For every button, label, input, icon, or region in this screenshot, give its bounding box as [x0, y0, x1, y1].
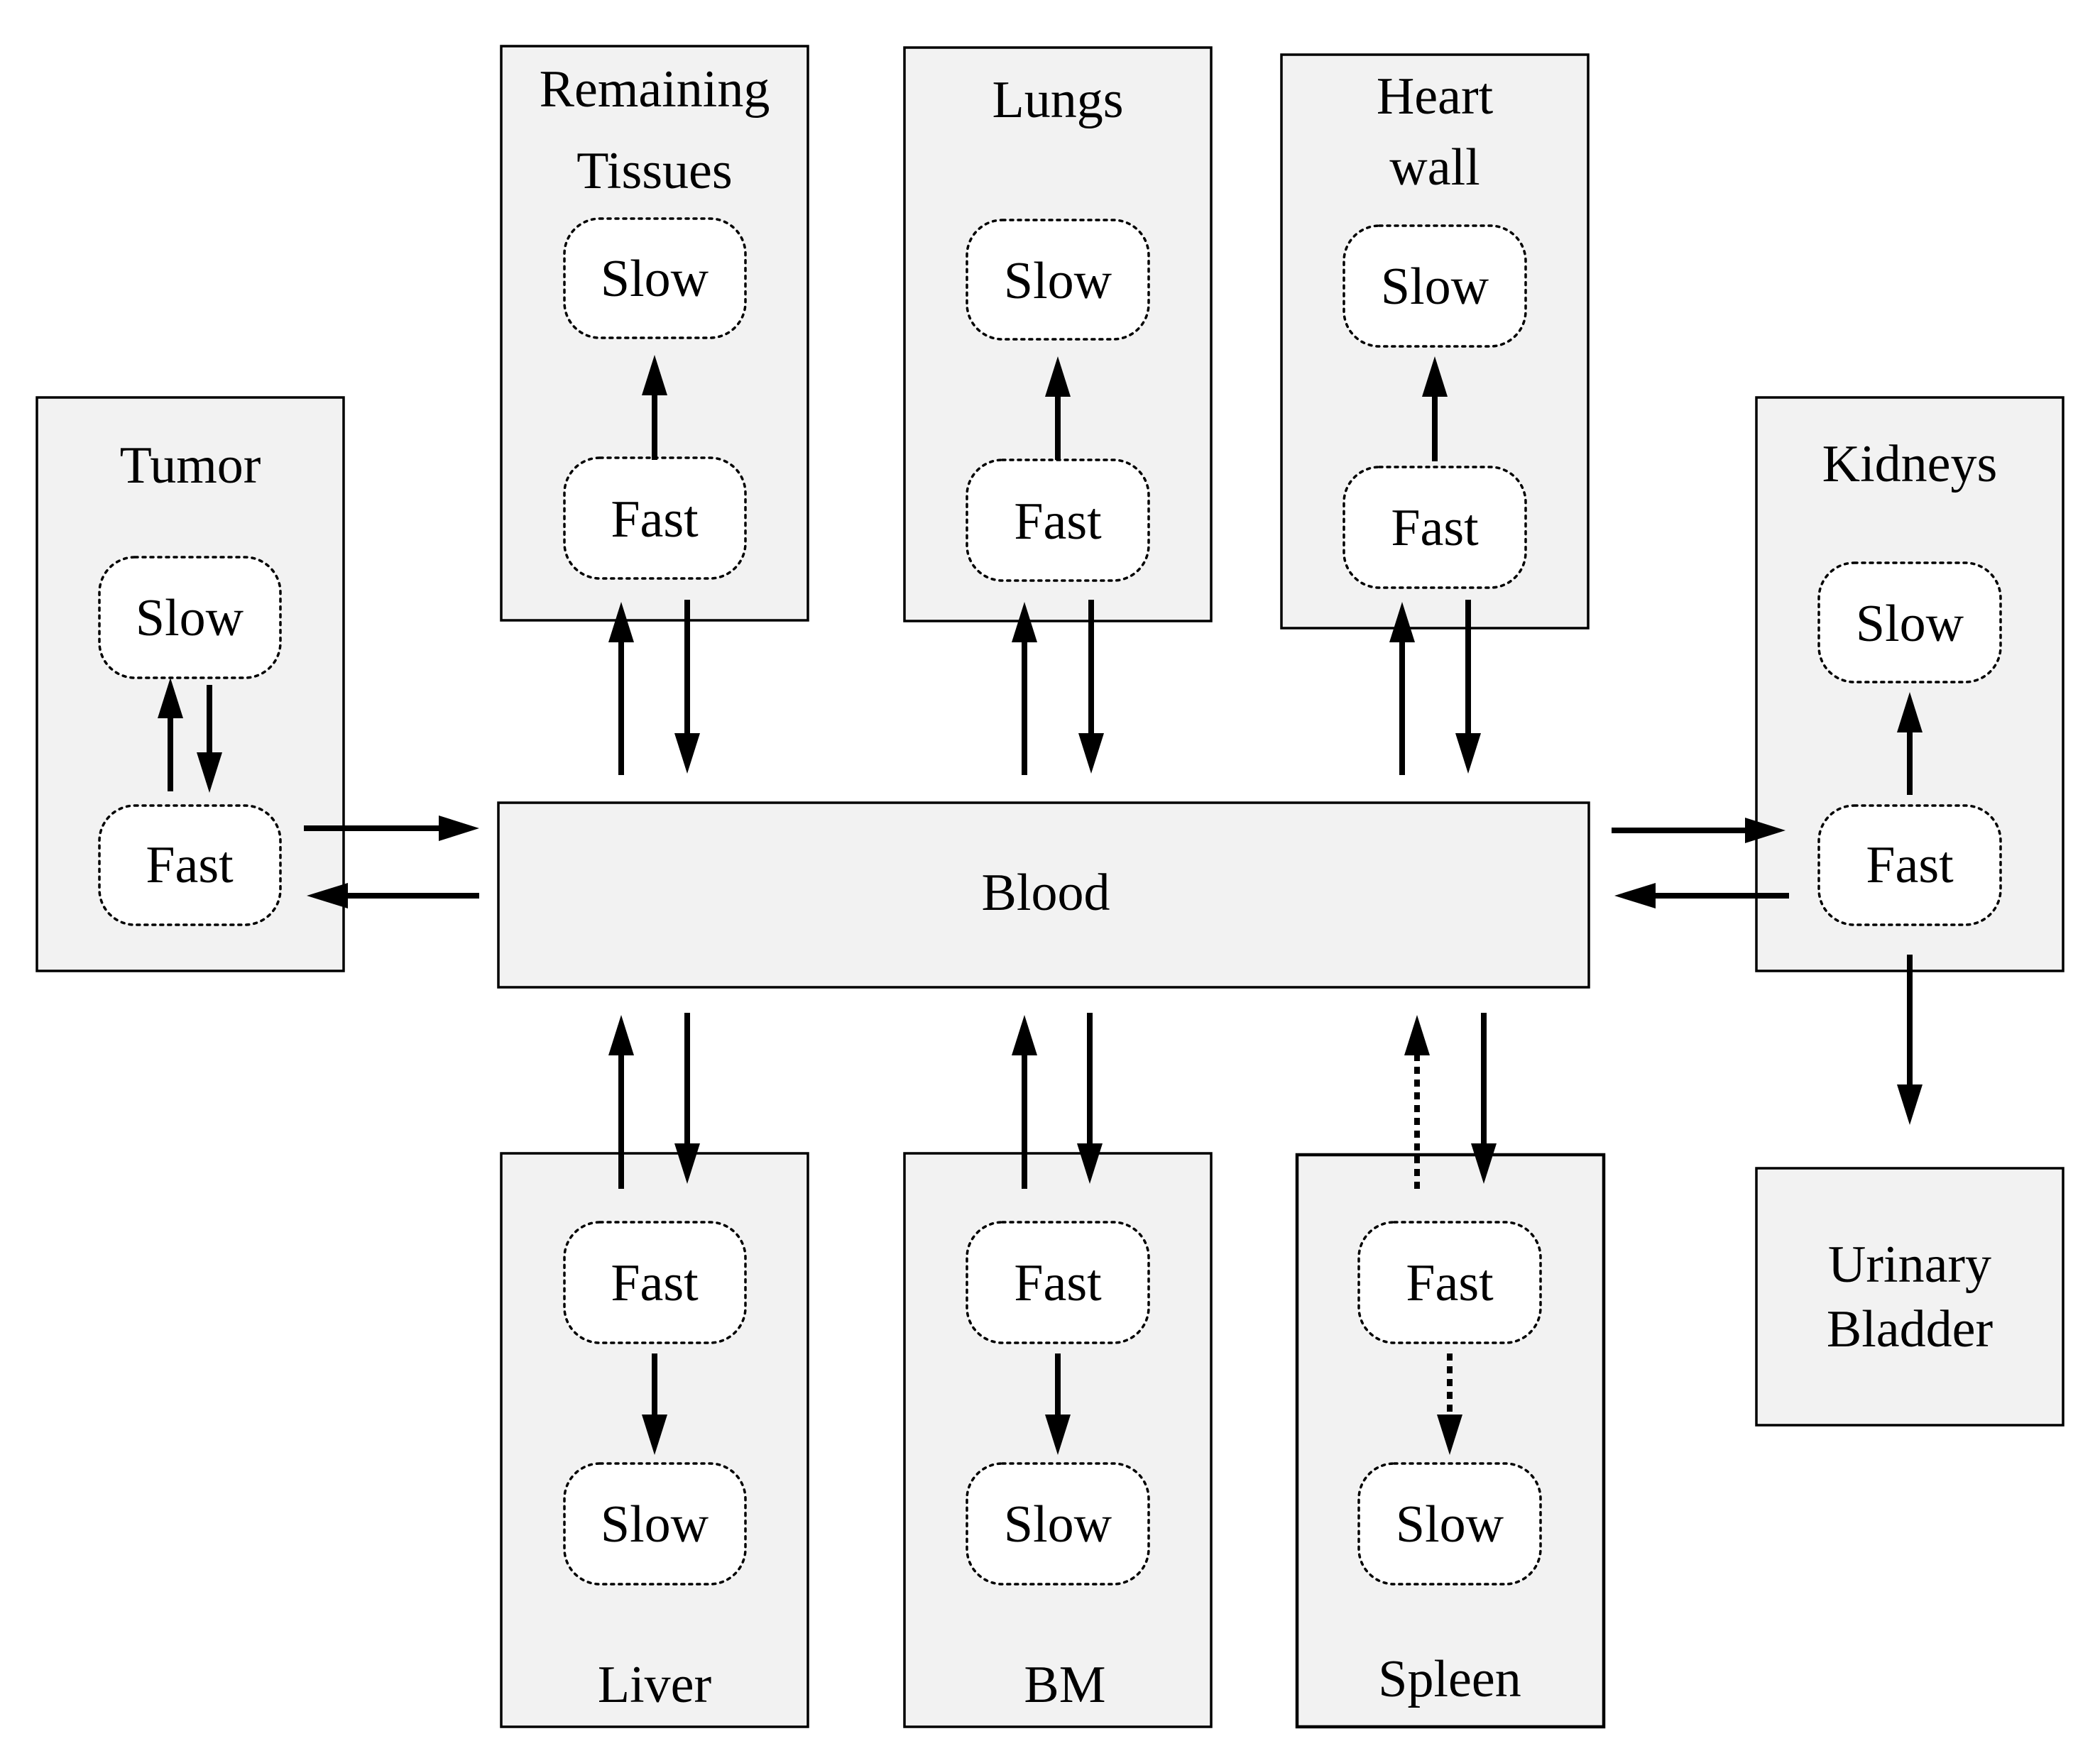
- liver-title: Liver: [598, 1656, 711, 1714]
- lungs-compartment: Lungs Slow Fast: [903, 46, 1213, 622]
- remaining-tissues-slow-box: [563, 217, 747, 339]
- bm-slow-label: Slow: [1004, 1495, 1112, 1554]
- heart-wall-title-line1: Heart: [1377, 67, 1494, 126]
- arrow-spleen-fast-to-slow-dotted: [1437, 1353, 1462, 1455]
- arrow-remaining-to-blood: [674, 600, 700, 774]
- arrow-bm-to-blood: [1012, 1015, 1037, 1189]
- kidneys-title: Kidneys: [1822, 435, 1998, 493]
- bm-title: BM: [1024, 1656, 1105, 1714]
- spleen-slow-label: Slow: [1396, 1495, 1504, 1554]
- tumor-slow-box: [98, 556, 282, 679]
- tumor-title: Tumor: [120, 436, 261, 495]
- arrow-blood-to-bm: [1077, 1013, 1103, 1184]
- spleen-compartment: Fast Slow Spleen: [1295, 1153, 1606, 1729]
- heart-wall-compartment: Heart wall Slow Fast: [1280, 53, 1590, 630]
- arrow-remaining-fast-to-slow: [642, 355, 667, 460]
- tumor-fast-box: [98, 804, 282, 926]
- liver-slow-box: [563, 1462, 747, 1586]
- heart-wall-slow-box: [1342, 224, 1527, 348]
- arrow-heart-to-blood: [1455, 600, 1481, 774]
- urinary-bladder-title-line1: Urinary: [1828, 1236, 1991, 1294]
- urinary-bladder-title-line2: Bladder: [1827, 1300, 1993, 1358]
- blood-compartment: Blood: [497, 801, 1590, 989]
- heart-wall-title-line2: wall: [1389, 138, 1480, 197]
- blood-label: Blood: [982, 864, 1110, 922]
- arrow-blood-to-remaining: [608, 602, 634, 775]
- arrow-tumor-to-blood: [304, 815, 479, 841]
- heart-wall-slow-label: Slow: [1381, 258, 1489, 316]
- kidneys-fast-label: Fast: [1866, 836, 1954, 894]
- kidneys-compartment: Kidneys Slow Fast: [1755, 396, 2065, 972]
- kidneys-slow-label: Slow: [1856, 595, 1964, 653]
- arrow-blood-to-lungs: [1012, 602, 1037, 775]
- bm-fast-box: [966, 1221, 1150, 1344]
- tumor-compartment: Tumor Slow Fast: [35, 396, 345, 972]
- kidneys-slow-box: [1817, 561, 2002, 683]
- arrow-blood-to-liver: [674, 1013, 700, 1184]
- remaining-tissues-title-line1: Remaining: [540, 60, 770, 119]
- arrow-spleen-to-blood-dotted: [1404, 1015, 1430, 1189]
- urinary-bladder-compartment: Urinary Bladder: [1755, 1167, 2065, 1427]
- arrow-blood-to-heart: [1389, 602, 1415, 775]
- spleen-fast-label: Fast: [1406, 1254, 1494, 1312]
- lungs-fast-label: Fast: [1014, 493, 1102, 551]
- liver-fast-label: Fast: [611, 1254, 699, 1312]
- bm-fast-label: Fast: [1014, 1254, 1102, 1312]
- arrow-blood-to-kidneys: [1612, 818, 1785, 843]
- remaining-tissues-title-line2: Tissues: [576, 142, 732, 200]
- arrow-blood-to-tumor: [307, 883, 479, 908]
- arrow-lungs-fast-to-slow: [1045, 356, 1071, 460]
- heart-wall-fast-box: [1342, 466, 1527, 589]
- remaining-tissues-compartment: Remaining Tissues Slow Fast: [500, 45, 809, 622]
- heart-wall-fast-label: Fast: [1391, 499, 1479, 557]
- arrow-heart-fast-to-slow: [1422, 356, 1448, 461]
- arrow-kidneys-fast-to-slow: [1897, 692, 1923, 795]
- arrow-liver-to-blood: [608, 1015, 634, 1189]
- arrow-kidneys-to-blood: [1614, 883, 1789, 908]
- lungs-slow-label: Slow: [1004, 252, 1112, 310]
- kidneys-fast-box: [1817, 804, 2002, 926]
- tumor-fast-label: Fast: [146, 836, 234, 894]
- tumor-slow-label: Slow: [136, 589, 244, 647]
- spleen-title: Spleen: [1378, 1650, 1521, 1708]
- remaining-tissues-fast-label: Fast: [611, 490, 699, 549]
- arrow-bm-fast-to-slow: [1045, 1353, 1071, 1455]
- arrow-tumor-slow-to-fast: [197, 685, 222, 793]
- remaining-tissues-slow-label: Slow: [601, 250, 709, 308]
- arrow-blood-to-spleen: [1471, 1013, 1497, 1184]
- arrow-tumor-fast-to-slow: [158, 678, 183, 791]
- liver-fast-box: [563, 1221, 747, 1344]
- arrow-kidneys-to-bladder: [1897, 955, 1923, 1125]
- lungs-title: Lungs: [992, 71, 1124, 129]
- lungs-slow-box: [966, 219, 1150, 341]
- liver-slow-label: Slow: [601, 1495, 709, 1554]
- arrow-lungs-to-blood: [1078, 600, 1104, 774]
- spleen-slow-box: [1357, 1462, 1542, 1586]
- spleen-fast-box: [1357, 1221, 1542, 1344]
- bm-slow-box: [966, 1462, 1150, 1586]
- arrow-liver-fast-to-slow: [642, 1353, 667, 1455]
